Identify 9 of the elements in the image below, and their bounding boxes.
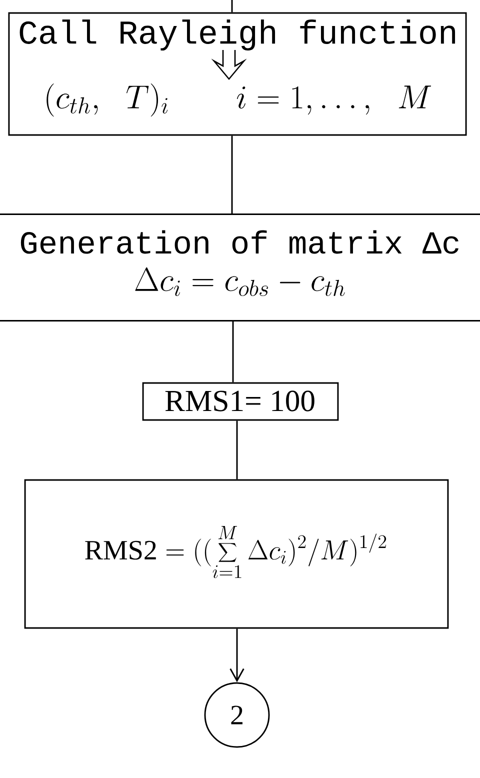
connector-line [231, 0, 233, 12]
process-box: Call Rayleigh function $(c_{th},\ T)_i\qquad i=1,\ldots,\ M$ [8, 12, 467, 136]
connector-line [231, 136, 233, 214]
process-box: RMS1= 100 [142, 382, 339, 421]
connector-line [230, 628, 244, 682]
connector-line [232, 320, 234, 382]
process-band: Generation of matrix Δc $\Delta c_i = c_{obs} - c_{th}$ [0, 214, 480, 322]
formula-box: $\mathrm{RMS2}=((\sum_{i=1}^{M}\Delta c_i)^2/M)^{1/2}$ [24, 479, 449, 629]
connector-line [236, 420, 238, 480]
